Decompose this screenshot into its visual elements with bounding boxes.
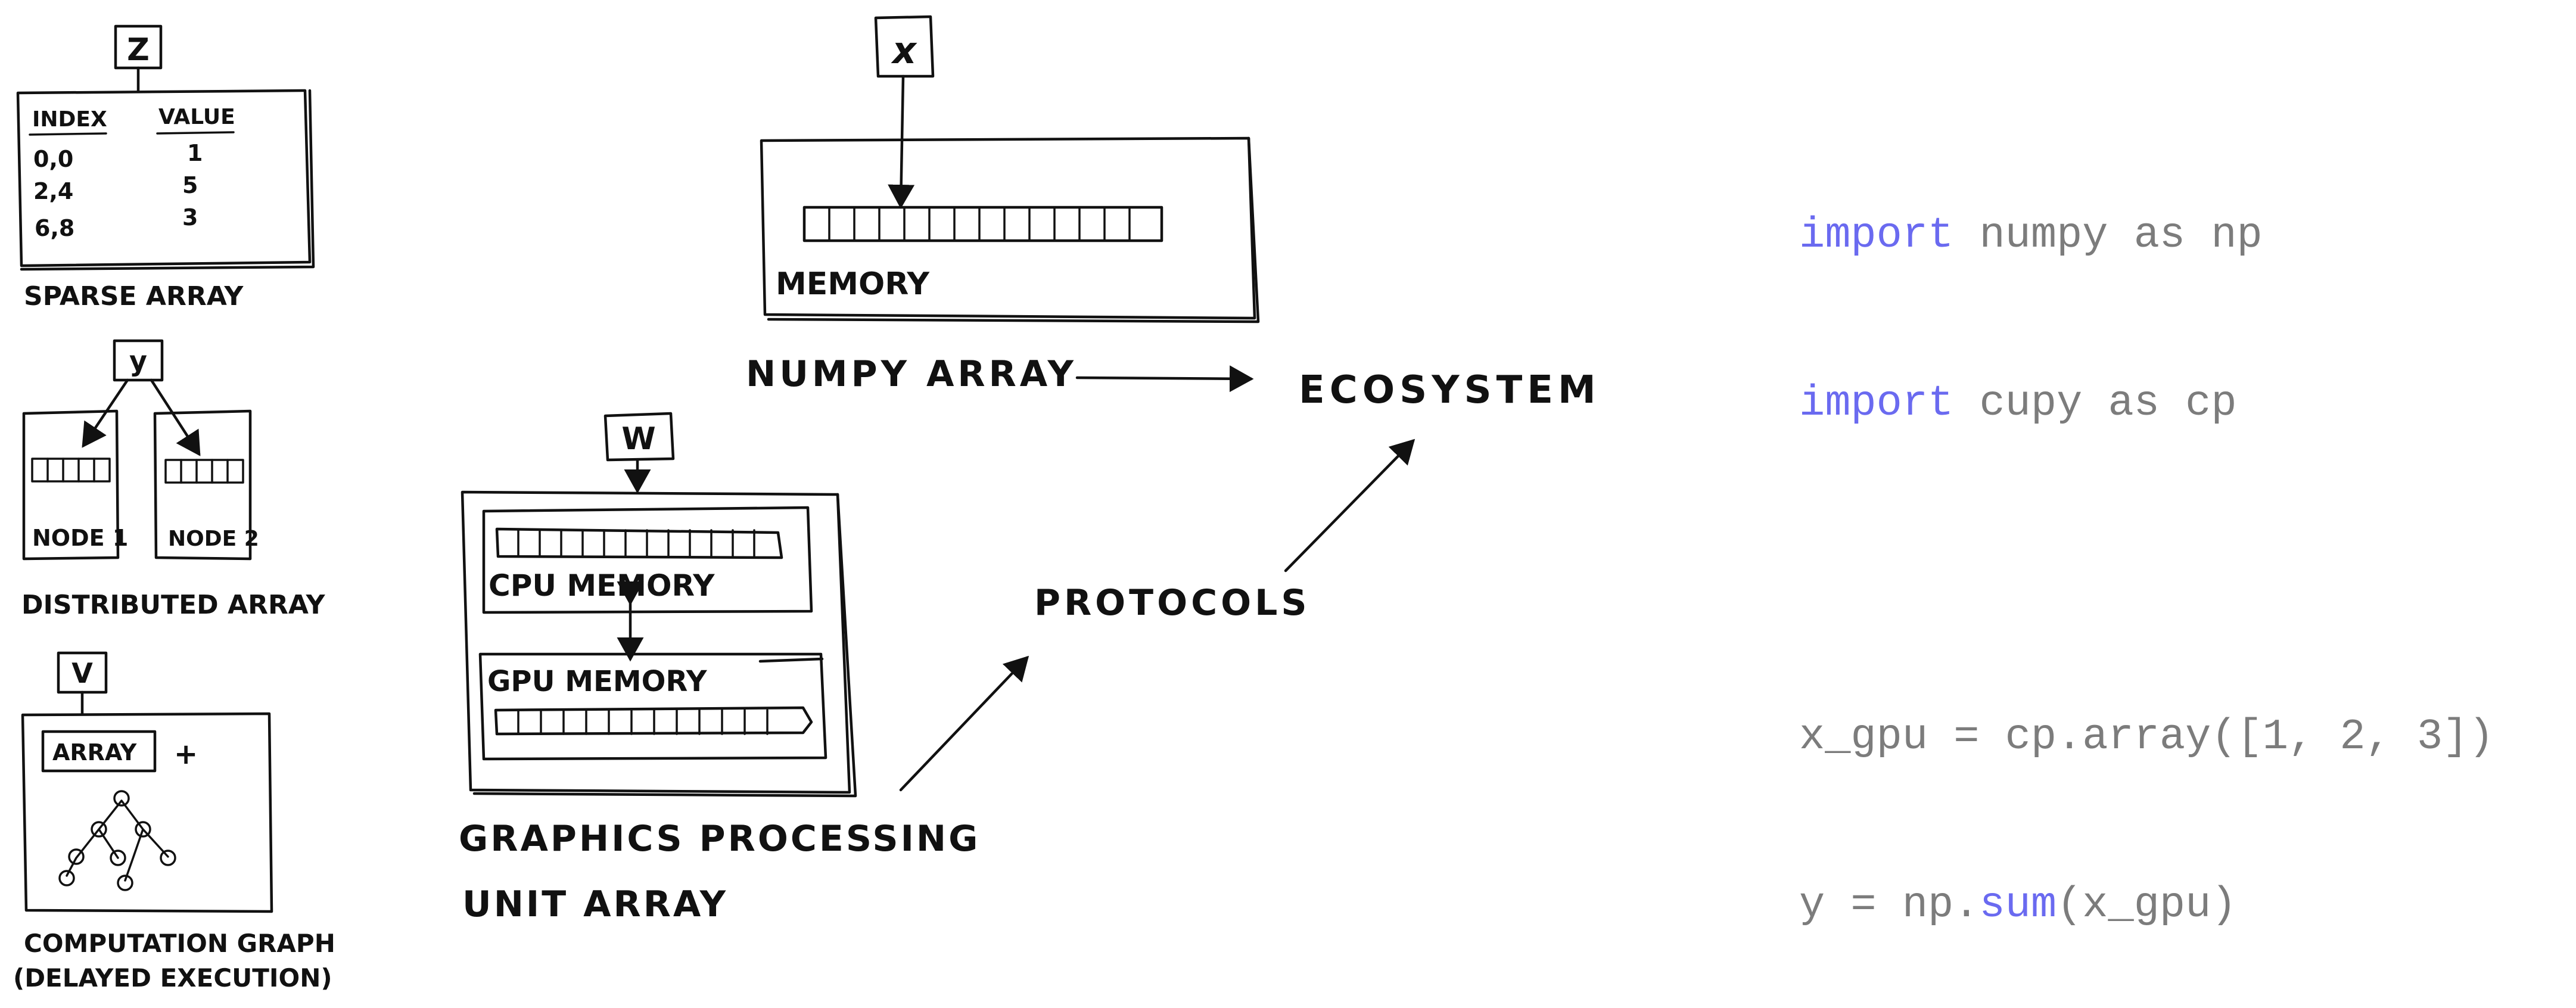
cpu-cell-dividers (517, 529, 755, 558)
code-line-2-rest: cupy as cp (1953, 379, 2237, 428)
code-function-sum: sum (1979, 881, 2057, 929)
numpy-to-ecosystem-arrow (1075, 365, 1254, 393)
distributed-var-box (113, 339, 164, 382)
sparse-col-value: VALUE (158, 105, 235, 129)
sparse-row3-value: 3 (182, 204, 198, 231)
node2-cell-dividers (180, 459, 229, 484)
gpu-var-box (603, 412, 675, 462)
graph-frame (21, 712, 273, 913)
node2-frame (153, 409, 252, 561)
numpy-memory-cells (802, 206, 1163, 242)
code-line-2: import cupy as cp (1799, 375, 2494, 431)
sparse-row1-index: 0,0 (33, 146, 73, 172)
sparse-row2-value: 5 (182, 172, 198, 198)
graph-caption-line2: (DELAYED EXECUTION) (13, 963, 332, 993)
sparse-header-underline-1 (29, 132, 107, 136)
sparse-row2-index: 2,4 (33, 178, 73, 204)
code-blank-line (1799, 543, 2494, 597)
node2-array-cells (164, 459, 244, 484)
distributed-caption: DISTRIBUTED ARRAY (21, 590, 326, 620)
graph-var-label: V (71, 657, 93, 689)
numpy-memory-shadow (767, 136, 1260, 323)
distributed-array-sketch: y NODE 1 NODE 2 DISTRIBUTED ARRAY (21, 339, 326, 620)
sparse-array-sketch: Z INDEX VALUE 0,0 1 2,4 5 6,8 3 SPARSE A… (16, 24, 315, 312)
sparse-row1-value: 1 (187, 140, 203, 166)
gpu-caption-line2: UNIT ARRAY (462, 883, 728, 925)
gpu-memory-cells (494, 706, 813, 736)
distributed-var-label: y (129, 345, 147, 377)
code-line-4: y = np.sum(x_gpu) (1799, 877, 2494, 933)
graph-array-box (41, 730, 157, 773)
gpu-to-protocols-arrow (899, 655, 1029, 792)
node1-frame (22, 409, 120, 561)
protocols-to-ecosystem-arrow (1284, 438, 1415, 573)
sparse-row3-index: 6,8 (35, 215, 74, 241)
cpu-memory-frame (482, 506, 813, 614)
protocols-label: PROTOCOLS (1034, 582, 1311, 624)
code-line-3: x_gpu = cp.array([1, 2, 3]) (1799, 713, 2494, 761)
graph-array-label: ARRAY (52, 739, 137, 766)
gpu-memory-tick (758, 657, 824, 663)
distributed-arrow-node1 (82, 378, 129, 448)
numpy-array-sketch: x MEMORY NUMPY ARRAY (746, 15, 1260, 395)
ecosystem-label: ECOSYSTEM (1299, 368, 1601, 412)
sparse-header-underline-2 (156, 131, 235, 135)
code-line-1-rest: numpy as np (1953, 211, 2263, 260)
node1-label: NODE 1 (32, 525, 128, 551)
sparse-var-label: Z (127, 32, 150, 68)
cpu-memory-label: CPU MEMORY (489, 568, 715, 603)
gpu-outer-shadow (472, 493, 857, 798)
code-snippet: import numpy as np import cupy as cp x_g… (1799, 95, 2494, 989)
cpu-memory-cells (495, 527, 783, 559)
sparse-col-index: INDEX (32, 107, 107, 132)
graph-plus-sign: + (174, 738, 198, 771)
code-line-4-pre: y = np. (1799, 881, 1980, 929)
graph-tree (58, 790, 176, 891)
gpu-memory-frame (478, 652, 827, 761)
numpy-var-box (874, 15, 935, 78)
code-line-1: import numpy as np (1799, 207, 2494, 263)
numpy-cell-dividers (828, 206, 1131, 242)
gpu-array-sketch: W CPU MEMORY GPU MEMORY GRAPHICS PROCESS… (459, 412, 980, 925)
computation-graph-sketch: V ARRAY + COMPUTATION GRAPH (DELAYED EXE… (13, 651, 335, 993)
numpy-caption: NUMPY ARRAY (746, 353, 1077, 395)
code-line-4-post: (x_gpu) (2057, 881, 2237, 929)
graph-caption-line1: COMPUTATION GRAPH (24, 929, 335, 958)
node1-cell-dividers (46, 458, 95, 483)
sparse-table-shadow (20, 89, 315, 271)
gpu-caption-line1: GRAPHICS PROCESSING (459, 818, 980, 860)
gpu-outer-frame (461, 490, 851, 794)
gpu-memory-label: GPU MEMORY (487, 665, 708, 698)
numpy-memory-label: MEMORY (776, 266, 930, 302)
numpy-memory-frame (760, 136, 1256, 320)
sparse-caption: SPARSE ARRAY (24, 281, 244, 312)
gpu-cell-dividers (517, 709, 769, 735)
node1-array-cells (31, 458, 111, 483)
sparse-table-frame (16, 89, 312, 267)
code-keyword-import-1: import (1799, 211, 1954, 260)
gpu-var-label: W (621, 421, 655, 457)
numpy-var-label: x (891, 29, 917, 72)
code-keyword-import-2: import (1799, 379, 1954, 428)
distributed-arrow-node2 (150, 378, 201, 456)
node2-label: NODE 2 (168, 527, 259, 551)
